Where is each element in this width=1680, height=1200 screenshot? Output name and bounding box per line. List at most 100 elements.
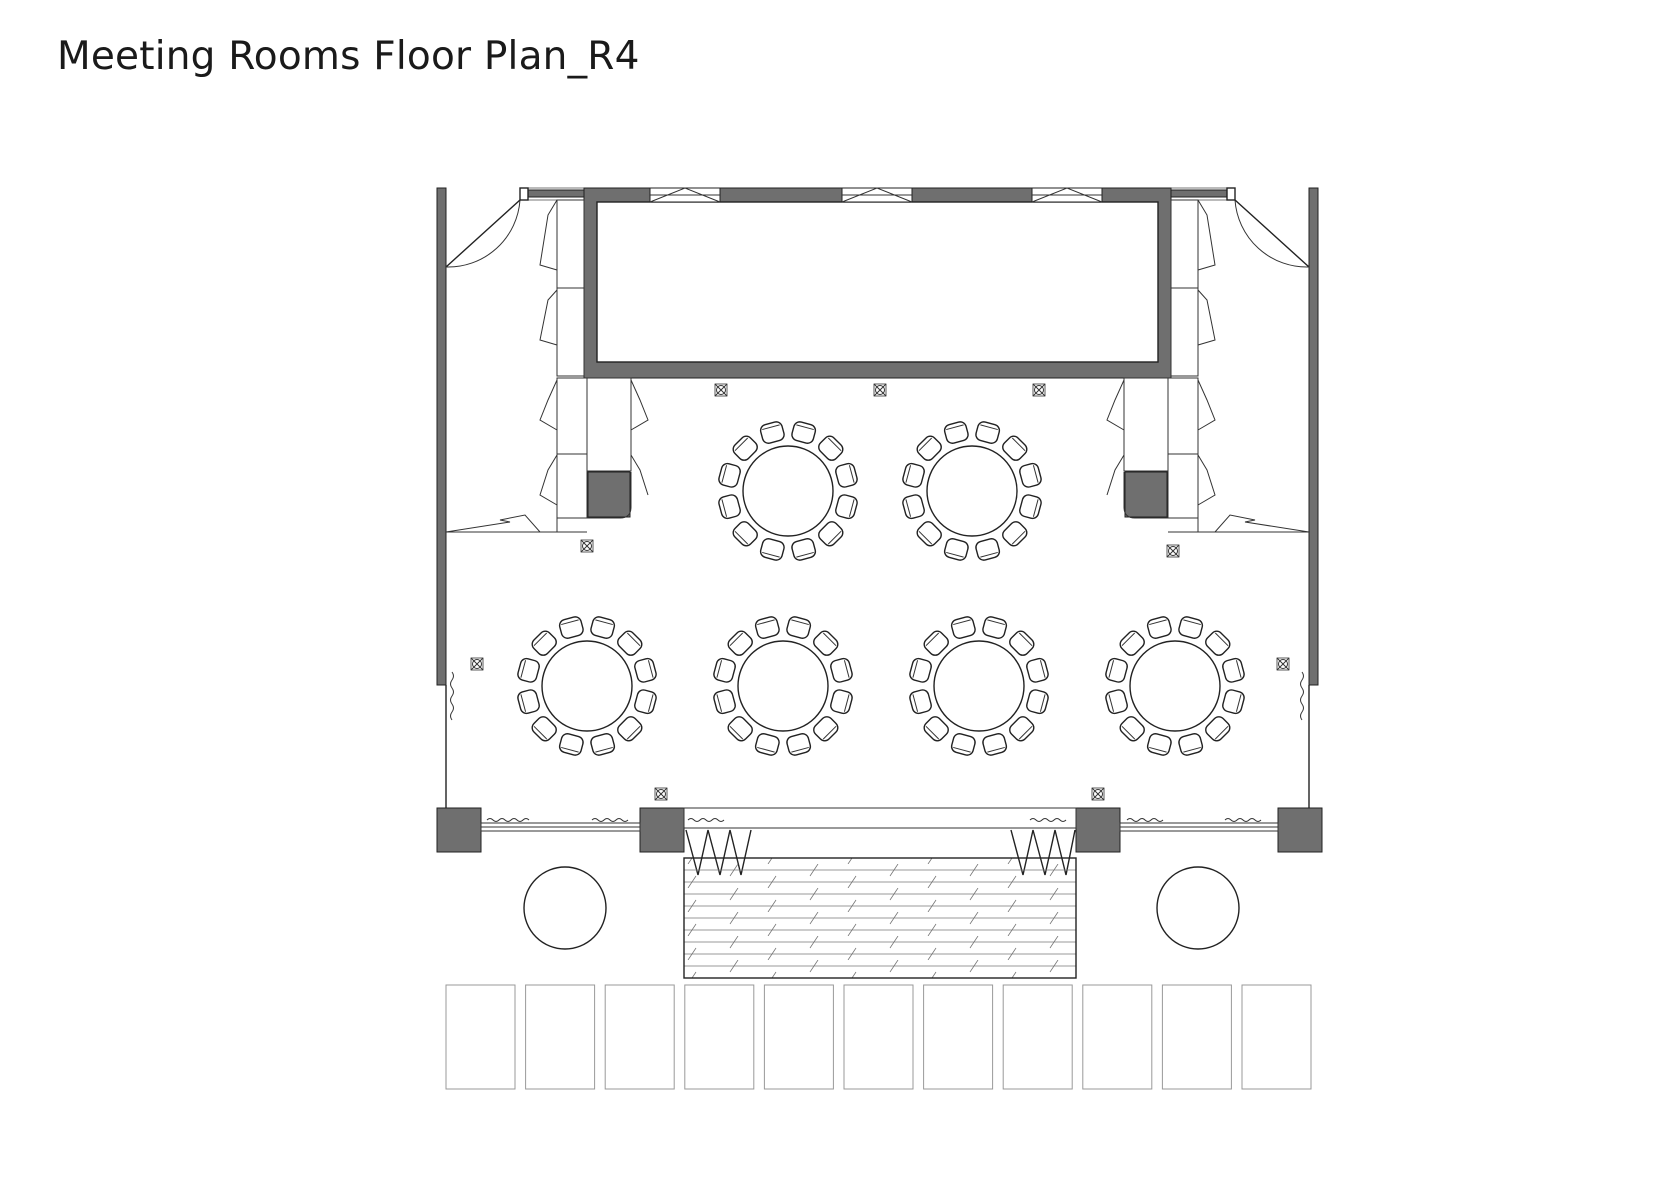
chair bbox=[1119, 630, 1145, 656]
chair bbox=[1105, 689, 1128, 715]
chair bbox=[813, 716, 839, 742]
chair bbox=[634, 657, 657, 683]
chair bbox=[1019, 462, 1042, 488]
chair bbox=[759, 538, 785, 561]
chair bbox=[791, 421, 817, 444]
chair bbox=[732, 435, 758, 461]
chair bbox=[1002, 521, 1028, 547]
pillar bbox=[639, 807, 685, 853]
chair bbox=[634, 689, 657, 715]
round-tables bbox=[517, 421, 1245, 756]
chair bbox=[830, 689, 853, 715]
ceiling-fixture bbox=[873, 383, 887, 397]
lounger bbox=[604, 984, 675, 1090]
outdoor-round-table bbox=[523, 866, 607, 950]
chair bbox=[1026, 689, 1049, 715]
chair bbox=[718, 462, 741, 488]
round-table bbox=[737, 640, 829, 732]
lounger bbox=[1161, 984, 1232, 1090]
chair bbox=[982, 616, 1008, 639]
chair bbox=[1178, 733, 1204, 756]
chair bbox=[1146, 733, 1172, 756]
chair bbox=[713, 689, 736, 715]
ceiling-fixture bbox=[1166, 544, 1180, 558]
chair bbox=[531, 716, 557, 742]
chair bbox=[590, 616, 616, 639]
round-table-set bbox=[517, 616, 657, 756]
chair bbox=[975, 538, 1001, 561]
chair bbox=[909, 689, 932, 715]
chair bbox=[786, 616, 812, 639]
chair bbox=[1178, 616, 1204, 639]
round-table-set bbox=[713, 616, 853, 756]
terrace-deck bbox=[683, 857, 1077, 979]
chair bbox=[1222, 689, 1245, 715]
round-table-set bbox=[1105, 616, 1245, 756]
chair bbox=[813, 630, 839, 656]
bottom-wall bbox=[436, 807, 1323, 876]
ceiling-fixture bbox=[714, 383, 728, 397]
chair bbox=[916, 435, 942, 461]
lounger bbox=[684, 984, 755, 1090]
chair bbox=[1026, 657, 1049, 683]
ceiling-fixture bbox=[1276, 657, 1290, 671]
chair bbox=[558, 733, 584, 756]
chair bbox=[1222, 657, 1245, 683]
lounger bbox=[445, 984, 516, 1090]
pillar bbox=[1075, 807, 1121, 853]
lounger bbox=[1241, 984, 1312, 1090]
ceiling-fixture bbox=[580, 539, 594, 553]
chair bbox=[590, 733, 616, 756]
lounger bbox=[525, 984, 596, 1090]
chair bbox=[916, 521, 942, 547]
chair bbox=[975, 421, 1001, 444]
round-table bbox=[926, 445, 1018, 537]
chair bbox=[1205, 630, 1231, 656]
left-wall bbox=[436, 187, 447, 686]
round-table bbox=[742, 445, 834, 537]
outdoor-round-table bbox=[1156, 866, 1240, 950]
chair bbox=[718, 494, 741, 520]
chair bbox=[617, 716, 643, 742]
chair bbox=[558, 616, 584, 639]
left-curtain bbox=[450, 671, 454, 721]
ceiling-fixture bbox=[1091, 787, 1105, 801]
round-table-set bbox=[902, 421, 1042, 561]
chair bbox=[791, 538, 817, 561]
round-table bbox=[541, 640, 633, 732]
chair bbox=[1205, 716, 1231, 742]
chair bbox=[517, 689, 540, 715]
chair bbox=[818, 521, 844, 547]
chair bbox=[950, 733, 976, 756]
loungers bbox=[445, 984, 1312, 1090]
chair bbox=[902, 462, 925, 488]
plan-title: Meeting Rooms Floor Plan_R4 bbox=[57, 34, 640, 79]
right-closets bbox=[1106, 187, 1310, 533]
chair bbox=[727, 630, 753, 656]
round-table bbox=[1129, 640, 1221, 732]
ceiling-fixtures bbox=[470, 383, 1290, 801]
ceiling-fixture bbox=[1032, 383, 1046, 397]
chair bbox=[1019, 494, 1042, 520]
chair bbox=[1146, 616, 1172, 639]
chair bbox=[818, 435, 844, 461]
stage-room bbox=[583, 187, 1172, 379]
chair bbox=[1119, 716, 1145, 742]
chair bbox=[943, 421, 969, 444]
chair bbox=[835, 494, 858, 520]
chair bbox=[1002, 435, 1028, 461]
left-closets bbox=[445, 187, 649, 533]
lounger bbox=[923, 984, 994, 1090]
chair bbox=[1105, 657, 1128, 683]
chair bbox=[1009, 630, 1035, 656]
chair bbox=[943, 538, 969, 561]
chair bbox=[754, 616, 780, 639]
lounger bbox=[763, 984, 834, 1090]
round-table-set bbox=[718, 421, 858, 561]
chair bbox=[531, 630, 557, 656]
chair bbox=[1009, 716, 1035, 742]
lounger bbox=[843, 984, 914, 1090]
round-table-set bbox=[909, 616, 1049, 756]
chair bbox=[835, 462, 858, 488]
